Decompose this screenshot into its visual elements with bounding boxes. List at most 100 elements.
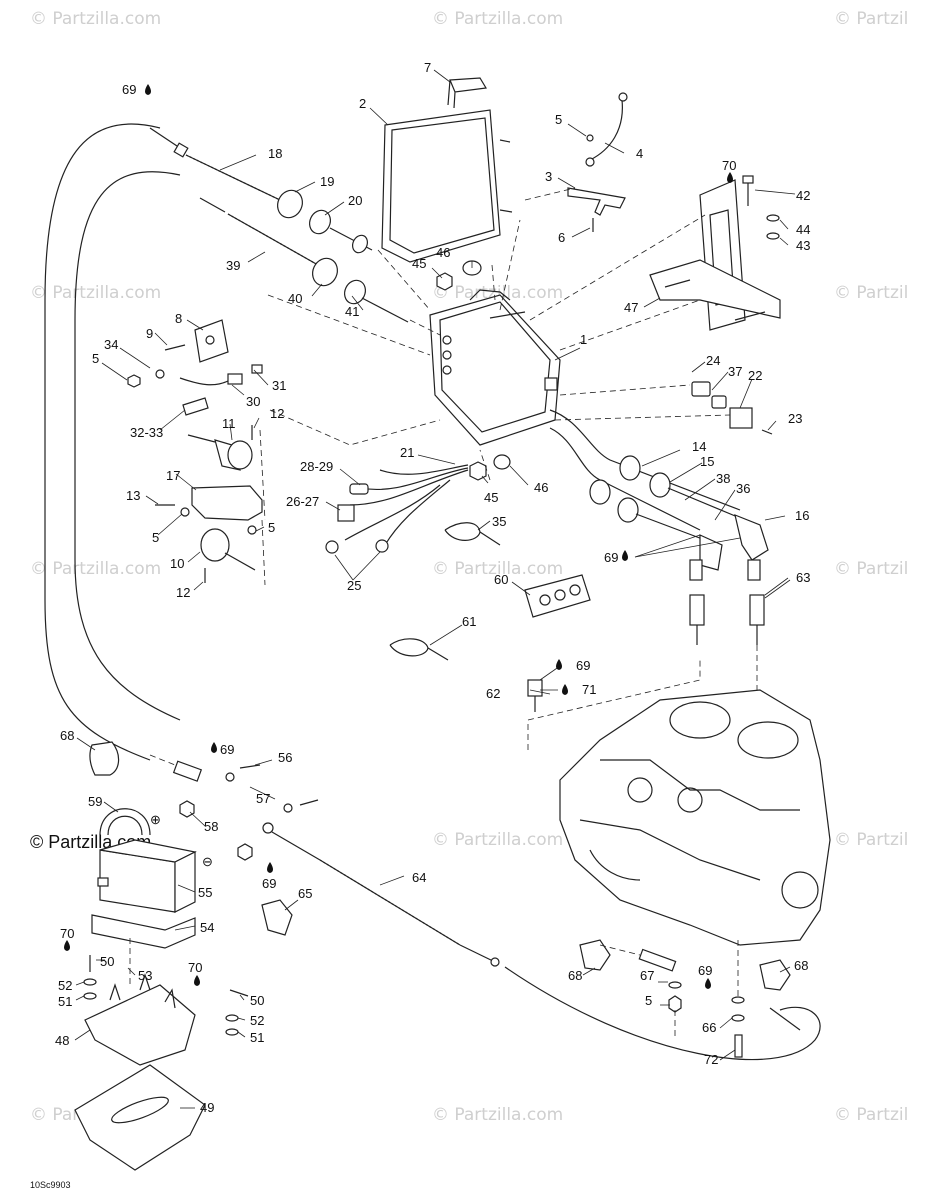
drop-icon — [64, 940, 70, 951]
part-62-sensor — [527, 679, 543, 712]
watermark: © Partzil — [834, 830, 908, 850]
callout: 57 — [256, 791, 270, 806]
callouts: 1 2 3 4 5 5 5 5 5 6 7 8 9 10 11 12 12 13… — [55, 60, 810, 1115]
callout: 69 — [262, 876, 276, 891]
callout: 41 — [345, 304, 359, 319]
callout: 11 — [222, 416, 236, 431]
callout: 51 — [58, 994, 72, 1009]
callout: 3 — [545, 169, 552, 184]
watermark: © Partzilla.com — [432, 559, 563, 579]
callout: 67 — [640, 968, 654, 983]
part-5-washer — [585, 157, 595, 167]
callout: 47 — [624, 300, 638, 315]
drop-icon — [705, 978, 711, 989]
callout: 40 — [288, 291, 302, 306]
callout: 45 — [484, 490, 498, 505]
engine-block — [559, 689, 831, 946]
watermark: © Partzilla.com — [432, 283, 563, 303]
callout: 55 — [198, 885, 212, 900]
part-10-coil — [200, 528, 256, 571]
part-61-tie — [389, 638, 449, 661]
callout: 12 — [270, 406, 284, 421]
plus-terminal-icon: ⊕ — [150, 812, 161, 827]
callout: 36 — [736, 481, 750, 496]
spark-cable-upper — [149, 127, 373, 254]
part-52-washer — [83, 978, 97, 986]
callout: 30 — [246, 394, 260, 409]
callout: 32-33 — [130, 425, 163, 440]
watermark: © Partzilla.com — [432, 9, 563, 29]
callout: 4 — [636, 146, 643, 161]
part-42-bolt — [742, 175, 754, 206]
part-45-nut — [469, 461, 487, 481]
part-48-battery-holder — [84, 973, 196, 1066]
callout: 69 — [604, 550, 618, 565]
callout: 69 — [698, 963, 712, 978]
callout: 68 — [794, 958, 808, 973]
callout: 5 — [92, 351, 99, 366]
callout: 68 — [60, 728, 74, 743]
lubricant-drop-icons — [64, 84, 733, 989]
part-5-nut — [180, 507, 190, 517]
part-30-wire — [179, 377, 231, 386]
part-3-bracket — [567, 187, 626, 216]
callout: 5 — [645, 993, 652, 1008]
part-30-connector — [227, 373, 243, 385]
watermark: © Partzil — [834, 559, 908, 579]
callout: 70 — [188, 960, 202, 975]
callout: 9 — [146, 326, 153, 341]
figure-code: 10Sc9903 — [30, 1180, 71, 1190]
part-57-washer — [283, 803, 293, 813]
callout: 10 — [170, 556, 184, 571]
part-51-washer — [225, 1028, 239, 1036]
callout: 64 — [412, 870, 426, 885]
callout: 37 — [728, 364, 742, 379]
part-9-screw — [164, 344, 186, 351]
callout: 5 — [152, 530, 159, 545]
part-68-boot — [89, 741, 120, 776]
part-46-washer — [493, 454, 511, 470]
part-24-grommet — [711, 395, 727, 409]
callout: 48 — [55, 1033, 69, 1048]
callout: 46 — [436, 245, 450, 260]
callout: 43 — [796, 238, 810, 253]
drop-icon — [556, 659, 562, 670]
callout: 13 — [126, 488, 140, 503]
callout: 69 — [576, 658, 590, 673]
drop-icon — [145, 84, 151, 95]
callout: 25 — [347, 578, 361, 593]
callout: 69 — [220, 742, 234, 757]
drop-icon — [622, 550, 628, 561]
part-56-bolt — [299, 799, 319, 806]
part-72-bolt — [734, 1034, 743, 1058]
callout: 51 — [250, 1030, 264, 1045]
watermarks: © Partzilla.com © Partzilla.com © Partzi… — [30, 9, 908, 1125]
callout: 5 — [555, 112, 562, 127]
watermark: © Partzilla.com — [30, 9, 161, 29]
part-65-boot — [261, 899, 293, 936]
part-68-boot — [759, 959, 791, 991]
callout: 28-29 — [300, 459, 333, 474]
drop-icon — [562, 684, 568, 695]
positive-cable-end — [172, 760, 203, 782]
callout: 2 — [359, 96, 366, 111]
drop-icon — [267, 862, 273, 873]
callout: 35 — [492, 514, 506, 529]
callout: 54 — [200, 920, 214, 935]
callout: 14 — [692, 439, 706, 454]
part-64-battery-cable — [262, 822, 500, 967]
watermark: © Partzilla.com — [30, 283, 161, 303]
callout: 70 — [722, 158, 736, 173]
part-5-nut — [586, 134, 594, 142]
callout: 50 — [100, 954, 114, 969]
part-57-washer — [225, 772, 235, 782]
ground-cable-loop — [44, 123, 821, 1061]
callout: 7 — [424, 60, 431, 75]
watermark: © Partzil — [834, 283, 908, 303]
part-60-holder — [524, 574, 591, 618]
callout: 66 — [702, 1020, 716, 1035]
part-66-washer — [731, 1014, 745, 1022]
part-54-tray — [91, 914, 196, 949]
callout: 45 — [412, 256, 426, 271]
part-5-nut — [127, 374, 141, 388]
